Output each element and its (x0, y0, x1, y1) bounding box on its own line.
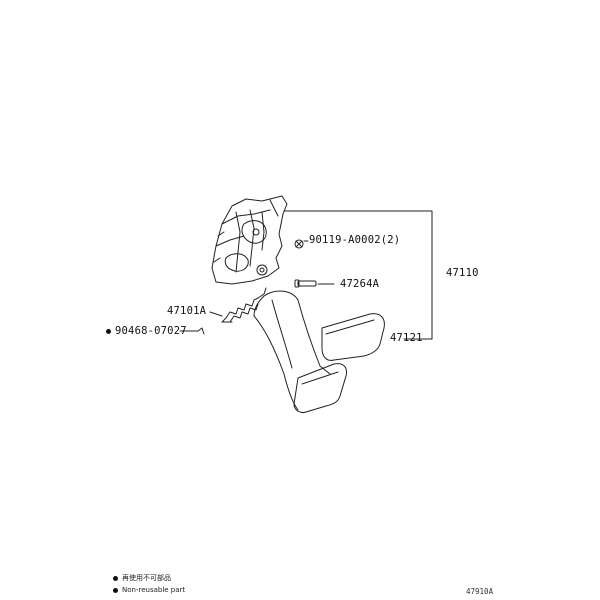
bolt-part (295, 240, 308, 248)
non-reusable-marker (106, 328, 111, 334)
bolt-label: 90119-A0002(2) (309, 234, 401, 246)
clip-label: 90468-07027 (106, 326, 187, 337)
pedal-arm (254, 291, 330, 410)
pin-label: 47264A (340, 278, 380, 290)
figure-reference: 47910A (466, 587, 494, 596)
clip-part (180, 328, 204, 334)
pedal-plate (294, 364, 347, 413)
pedal-pad-part (322, 314, 384, 361)
legend-text-english: Non-reusable part (122, 586, 186, 594)
pin-part (295, 280, 334, 287)
legend-row-japanese: 再使用不可部品 (113, 575, 171, 582)
spring-leader (210, 312, 222, 316)
spring-label: 47101A (167, 305, 207, 317)
pad-label: 47121 (390, 332, 423, 344)
legend-dot-2 (113, 587, 118, 593)
legend-text-japanese: 再使用不可部品 (122, 574, 171, 582)
return-spring (222, 288, 266, 322)
pedal-bracket (212, 196, 287, 284)
legend-dot-1 (113, 575, 118, 581)
assembly-leader (284, 211, 432, 339)
clip-number: 90468-07027 (115, 325, 187, 337)
legend-row-english: Non-reusable part (113, 587, 185, 594)
assembly-label: 47110 (446, 267, 479, 279)
